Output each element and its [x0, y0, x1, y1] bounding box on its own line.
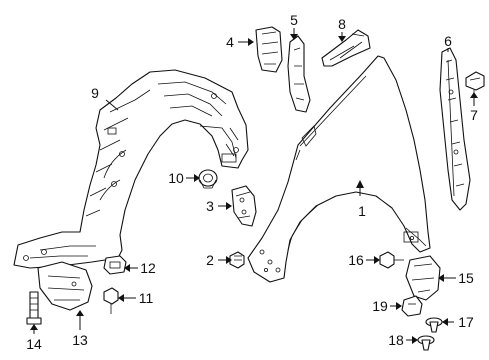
callout-13: 13	[72, 332, 88, 348]
callout-5: 5	[290, 12, 298, 28]
bracket-plate	[231, 185, 257, 227]
callout-16: 16	[348, 252, 364, 268]
callout-2: 2	[206, 252, 214, 268]
splash-shield	[405, 255, 441, 301]
callout-9: 9	[91, 85, 99, 101]
leader-lines	[30, 28, 478, 344]
fender-liner	[13, 69, 249, 269]
callout-14: 14	[26, 336, 42, 352]
rivet	[425, 317, 443, 333]
callout-numbers: 1 2 3 4 5 6 7 8 9 10 11 12 13 14 15 16 1…	[26, 12, 478, 352]
callout-18: 18	[388, 332, 404, 348]
fender-support-panel	[439, 47, 471, 211]
nut-clip	[103, 255, 127, 275]
front-fender	[247, 55, 431, 283]
callout-10: 10	[168, 170, 184, 186]
push-clip	[401, 295, 423, 317]
fender-seal	[287, 35, 311, 113]
tapping-screw	[379, 251, 404, 269]
callout-1: 1	[358, 203, 366, 219]
callout-15: 15	[458, 270, 474, 286]
grommet	[198, 169, 218, 189]
callout-3: 3	[206, 198, 214, 214]
fastener	[417, 335, 435, 351]
callout-8: 8	[338, 16, 346, 32]
stud-bolt	[26, 291, 42, 325]
callout-12: 12	[140, 260, 156, 276]
callout-7: 7	[470, 107, 478, 123]
screw	[103, 287, 119, 314]
bolt	[229, 251, 245, 269]
mud-guard	[37, 261, 93, 311]
callout-6: 6	[444, 33, 452, 49]
mounting-bracket	[255, 26, 283, 73]
callout-17: 17	[458, 314, 474, 330]
retainer-clip	[465, 71, 485, 96]
callout-4: 4	[226, 34, 234, 50]
upper-bracket	[321, 29, 371, 67]
callout-19: 19	[372, 298, 388, 314]
callout-11: 11	[139, 290, 154, 306]
